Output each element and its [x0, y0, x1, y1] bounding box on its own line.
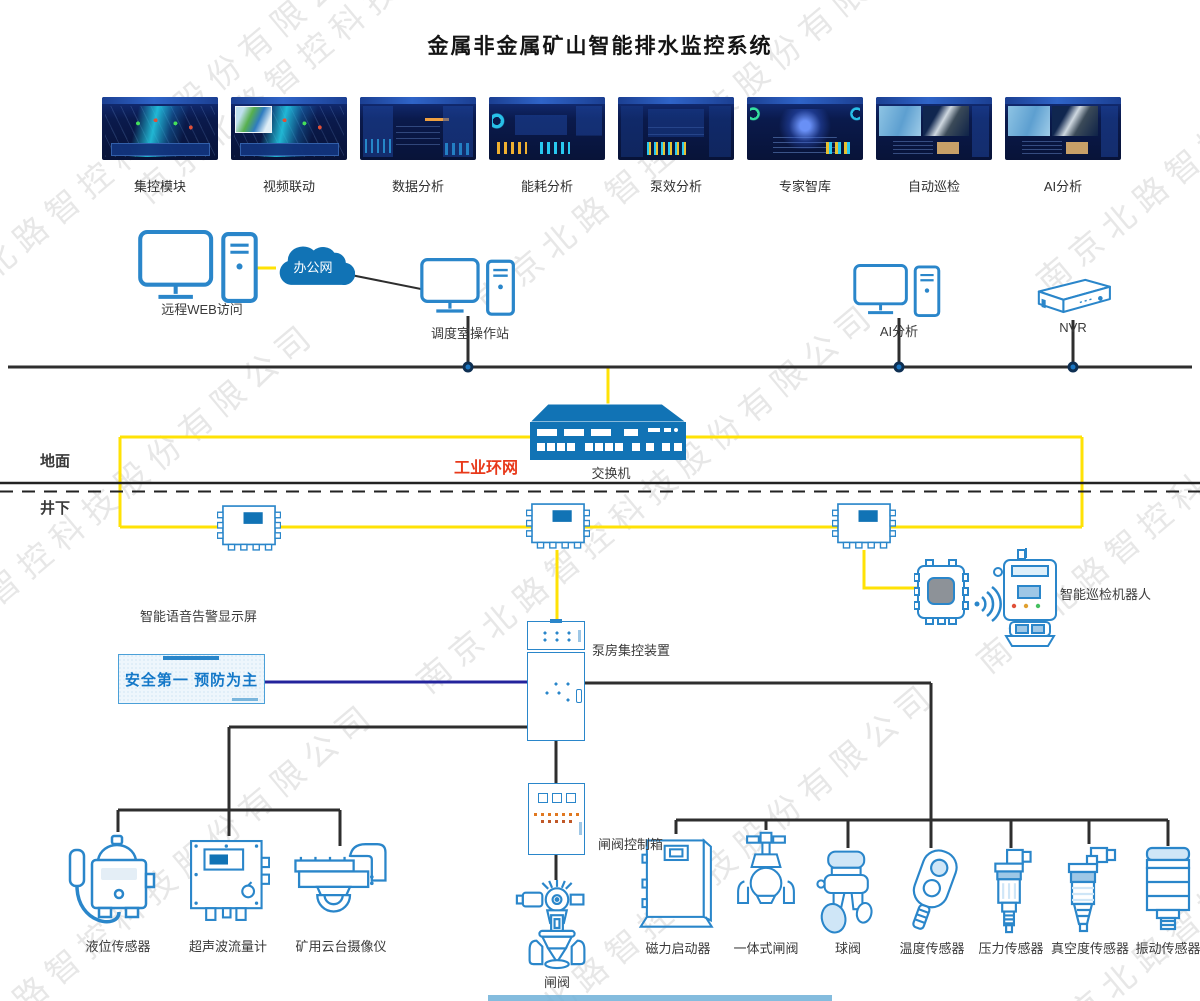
ptz-camera-label: 矿用云台摄像仪 — [295, 939, 387, 954]
temperature-sensor-label: 温度传感器 — [899, 941, 965, 956]
valve-control-box-label: 闸阀控制箱 — [598, 837, 664, 852]
dashboard-thumbnail — [360, 97, 476, 160]
vibration-sensor-icon — [1145, 846, 1191, 931]
valve-control-box — [528, 783, 585, 855]
integrated-valve-label: 一体式闸阀 — [733, 941, 799, 956]
level-sensor-icon — [68, 834, 156, 924]
voice-alarm-screen-label: 智能语音告警显示屏 — [140, 609, 258, 624]
wifi-icon — [974, 585, 1002, 623]
field-device-wiring — [116, 681, 1170, 880]
remote-web-label: 远程WEB访问 — [161, 302, 243, 317]
remote-web-workstation-icon — [138, 230, 258, 303]
industrial-ring-label: 工业环网 — [453, 460, 518, 477]
office-network-cloud: 办公网 — [271, 236, 356, 294]
screen-central-control: 集控模块 — [102, 97, 218, 195]
temperature-sensor-icon — [912, 849, 958, 930]
dashboard-thumbnail — [1005, 97, 1121, 160]
screen-label: 能耗分析 — [520, 179, 573, 194]
dashboard-screens-row: 集控模块 视频联动 数据分析 能耗分析 泵效分析 专家智库 自动巡检 AI分析 — [102, 97, 1121, 195]
level-sensor-label: 液位传感器 — [85, 939, 151, 954]
screen-video-linkage: 视频联动 — [231, 97, 347, 195]
page-title: 金属非金属矿山智能排水监控系统 — [427, 35, 773, 58]
ground-divider — [0, 481, 1200, 493]
nvr-label: NVR — [1059, 320, 1087, 335]
screen-expert-library: 专家智库 — [747, 97, 863, 195]
vibration-sensor-label: 振动传感器 — [1135, 941, 1200, 956]
alarm-slogan-text: 安全第一 预防为主 — [124, 671, 259, 689]
dispatch-station-icon — [420, 258, 515, 316]
dashboard-thumbnail — [102, 97, 218, 160]
switch-label: 交换机 — [591, 466, 631, 481]
screen-label: 泵效分析 — [649, 179, 702, 194]
vacuum-sensor-icon — [1067, 846, 1117, 933]
dashboard-thumbnail — [747, 97, 863, 160]
flow-meter-icon — [190, 839, 270, 921]
lan-bus — [8, 273, 1192, 369]
ball-valve-label: 球阀 — [834, 941, 861, 956]
cloud-icon — [279, 246, 356, 286]
patrol-robot-icon — [914, 548, 1057, 647]
screen-label: 数据分析 — [391, 179, 444, 194]
screen-label: 专家智库 — [778, 179, 831, 194]
magnetic-starter-label: 磁力启动器 — [645, 941, 711, 956]
patrol-robot-label: 智能巡检机器人 — [1060, 587, 1152, 602]
screen-label: AI分析 — [1043, 179, 1083, 194]
pump-control-cabinet — [527, 619, 585, 741]
office-network-label: 办公网 — [293, 260, 333, 275]
dispatch-station-label: 调度室操作站 — [430, 326, 509, 341]
gate-valve-icon — [515, 880, 586, 970]
dashboard-thumbnail — [231, 97, 347, 160]
screen-ai-analysis: AI分析 — [1005, 97, 1121, 195]
dashboard-thumbnail — [489, 97, 605, 160]
vacuum-sensor-label: 真空度传感器 — [1050, 941, 1129, 956]
screen-pump-efficiency: 泵效分析 — [618, 97, 734, 195]
integrated-valve-icon — [737, 831, 795, 905]
screen-auto-patrol: 自动巡检 — [876, 97, 992, 195]
ai-analysis-label: AI分析 — [879, 324, 919, 339]
screen-data-analysis: 数据分析 — [360, 97, 476, 195]
magnetic-starter-icon — [638, 838, 714, 928]
dashboard-thumbnail — [876, 97, 992, 160]
ring-substation-box — [526, 503, 590, 549]
ptz-camera-icon — [294, 843, 387, 913]
ethernet-switch-icon — [528, 403, 688, 460]
surface-zone-label: 地面 — [39, 453, 70, 470]
underground-zone-label: 井下 — [39, 500, 70, 517]
ball-valve-icon — [816, 850, 873, 934]
screen-label: 自动巡检 — [907, 179, 960, 194]
pump-control-label: 泵房集控装置 — [592, 643, 671, 658]
pressure-sensor-icon — [994, 848, 1032, 934]
voice-alarm-display-board: 安全第一 预防为主 — [118, 654, 265, 704]
cropped-edge-artifact — [488, 995, 832, 1001]
ring-substation-box — [832, 503, 896, 549]
screen-energy-analysis: 能耗分析 — [489, 97, 605, 195]
ring-substation-box — [217, 505, 281, 551]
nvr-icon — [1037, 278, 1111, 314]
pressure-sensor-label: 压力传感器 — [978, 941, 1044, 956]
screen-label: 视频联动 — [262, 179, 315, 194]
gate-valve-label: 闸阀 — [543, 975, 570, 990]
screen-label: 集控模块 — [133, 179, 186, 194]
flow-meter-label: 超声波流量计 — [188, 939, 267, 954]
dashboard-thumbnail — [618, 97, 734, 160]
ai-analysis-pc-icon — [853, 264, 941, 318]
